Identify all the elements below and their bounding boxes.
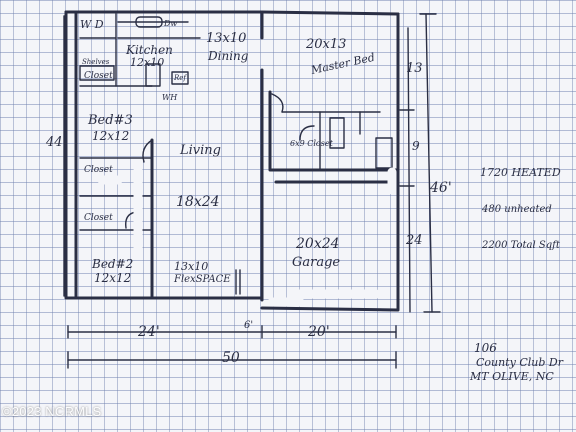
address-number: 106: [474, 341, 497, 355]
bottom-left-dimension: 24': [137, 324, 160, 340]
heated-note: 1720 HEATED: [480, 166, 561, 179]
side-notes: 1720 HEATED 480 unheated 2200 Total Sqft…: [469, 166, 564, 383]
kitchen-label: Kitchen: [125, 43, 173, 57]
right-upper-dimension: 13: [406, 61, 423, 76]
walkin-closet-label: 6x9 Closet: [290, 139, 334, 148]
dimension-lines: [63, 13, 441, 369]
water-heater-label: WH: [162, 93, 178, 102]
closet-mid2-label: Closet: [84, 213, 113, 223]
bed2-size: 12x12: [94, 271, 131, 285]
dining-size: 13x10: [206, 31, 246, 46]
shelves-label: Shelves: [82, 58, 110, 66]
washer-dryer-label: W D: [80, 18, 104, 31]
bottom-right-dimension: 20': [307, 324, 330, 340]
total-sqft-note: 2200 Total Sqft: [481, 240, 561, 251]
kitchen-size: 12x10: [130, 56, 164, 69]
room-labels: W D Dw Kitchen 12x10 Shelves Closet Ref …: [80, 18, 376, 285]
address-city: MT OLIVE, NC: [469, 370, 554, 383]
master-size: 20x13: [305, 37, 346, 52]
left-height-dimension: 44: [45, 135, 63, 150]
watermark: ©2023 NCRMLS: [2, 404, 102, 419]
right-mid-dimension: 9: [412, 139, 420, 153]
dishwasher-label: Dw: [163, 19, 177, 28]
garage-size: 20x24: [295, 236, 340, 252]
closet-mid-label: Closet: [84, 165, 113, 175]
flex-size: 13x10: [174, 260, 208, 273]
ref-label: Ref: [173, 74, 187, 82]
unheated-note: 480 unheated: [481, 204, 552, 215]
erased-marks: [97, 165, 397, 307]
closet-top-label: Closet: [84, 71, 113, 81]
total-width-dimension: 50: [222, 350, 240, 366]
total-height-dimension: 46': [429, 180, 452, 196]
living-size: 18x24: [176, 194, 220, 210]
flex-label: FlexSPACE: [173, 274, 231, 285]
bed3-size: 12x12: [92, 129, 129, 143]
address-street: County Club Dr: [476, 356, 564, 369]
dining-label: Dining: [207, 49, 249, 63]
living-label: Living: [179, 143, 221, 158]
dimension-labels: 44 13 9 24 46' 24' 6' 20' 50: [45, 61, 452, 366]
bed3-label: Bed#3: [87, 113, 133, 128]
bed2-label: Bed#2: [91, 257, 133, 271]
walls: [64, 10, 411, 313]
bottom-mid-dimension: 6': [244, 320, 253, 331]
right-lower-dimension: 24: [405, 233, 423, 248]
garage-label: Garage: [292, 255, 340, 270]
